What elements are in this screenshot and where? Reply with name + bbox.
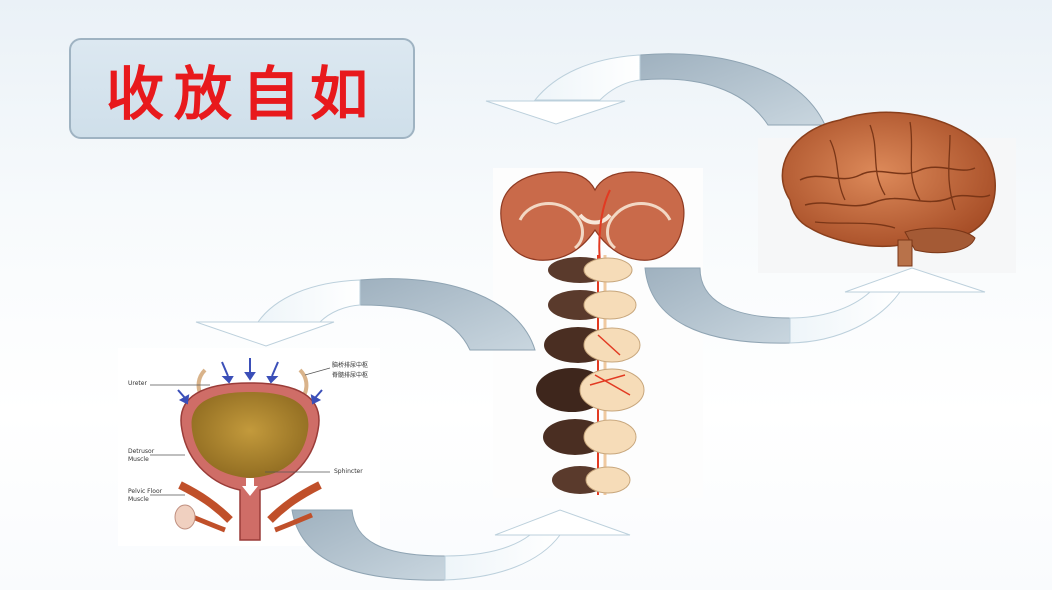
label-ureter: Ureter [128, 380, 147, 387]
spinal-section-6 [552, 466, 631, 494]
brain-section-illustration [500, 171, 685, 263]
spinal-section-2 [548, 290, 637, 320]
label-detrusor-1: Detrusor [128, 448, 155, 455]
spinal-cord-illustration [536, 255, 645, 495]
label-spinal-center: 脊髓排尿中枢 [332, 372, 369, 379]
label-detrusor-2: Muscle [128, 456, 149, 463]
spinal-section-3 [544, 327, 641, 363]
label-pelvic-1: Pelvic Floor [128, 488, 163, 495]
brain-illustration [781, 111, 996, 267]
right-curved-arrow [644, 267, 986, 344]
bladder-illustration [150, 358, 331, 541]
spinal-section-1 [548, 257, 633, 283]
spinal-section-5 [543, 419, 637, 455]
title-box: 收放自如 [69, 38, 415, 139]
page-title: 收放自如 [105, 59, 378, 128]
label-sphincter: Sphincter [334, 468, 363, 475]
top-curved-arrow [485, 53, 826, 126]
middle-curved-arrow [195, 278, 536, 351]
spinal-section-4 [536, 368, 645, 412]
label-pelvic-2: Muscle [128, 496, 149, 503]
pressure-arrows [177, 358, 323, 405]
label-pontine-center: 脑桥排尿中枢 [332, 362, 369, 369]
bottom-curved-arrow [291, 509, 631, 581]
